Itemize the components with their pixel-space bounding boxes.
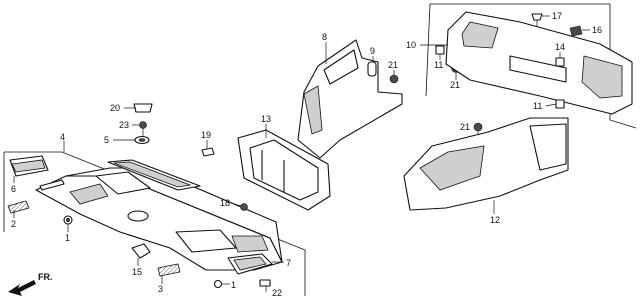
callout-18: 18 bbox=[220, 198, 230, 208]
callout-1-left: 1 bbox=[65, 233, 70, 243]
callout-21-a: 21 bbox=[388, 60, 398, 70]
part-2-clip bbox=[7, 200, 30, 214]
callout-9: 9 bbox=[370, 46, 375, 56]
callout-10: 10 bbox=[406, 40, 416, 50]
part-5-grommet bbox=[113, 128, 150, 145]
callout-13: 13 bbox=[261, 114, 271, 124]
part-8-side-lining bbox=[297, 39, 403, 159]
part-21-grommet-a bbox=[389, 70, 399, 84]
callout-12: 12 bbox=[490, 215, 500, 225]
callout-20: 20 bbox=[110, 103, 120, 113]
group-box-trim-left bbox=[425, 3, 431, 97]
part-11-clip-a bbox=[435, 45, 445, 60]
part-11-clip-b bbox=[545, 99, 565, 109]
callout-2: 2 bbox=[11, 219, 16, 229]
front-direction-arrow: FR. bbox=[8, 272, 53, 296]
part-1-screw-b bbox=[213, 279, 230, 289]
part-12-floor-trim bbox=[403, 117, 569, 214]
part-15-clip bbox=[131, 243, 151, 266]
part-13-bracket bbox=[237, 124, 331, 211]
part-18-grommet bbox=[233, 203, 248, 211]
callout-3: 3 bbox=[158, 284, 163, 294]
part-16-clip bbox=[569, 25, 590, 37]
part-5-shelf-strip bbox=[107, 159, 201, 191]
callout-14: 14 bbox=[555, 42, 565, 52]
part-21-grommet-c bbox=[473, 122, 483, 134]
callout-1-right: 1 bbox=[231, 280, 236, 290]
part-4-rear-tray bbox=[35, 167, 283, 271]
part-1-screw-a bbox=[63, 215, 73, 232]
callout-21-b: 21 bbox=[450, 80, 460, 90]
callout-4: 4 bbox=[60, 132, 65, 142]
part-14-clip bbox=[555, 52, 565, 67]
callout-6: 6 bbox=[11, 184, 16, 194]
callout-23: 23 bbox=[119, 120, 129, 130]
callout-7: 7 bbox=[286, 258, 291, 268]
callout-21-c: 21 bbox=[460, 122, 470, 132]
callout-19: 19 bbox=[201, 130, 211, 140]
callout-5: 5 bbox=[104, 135, 109, 145]
part-23-clip bbox=[132, 121, 147, 129]
part-20-cap bbox=[124, 103, 153, 113]
part-10-trim-panel bbox=[420, 11, 633, 115]
part-7-side-cover bbox=[227, 253, 284, 275]
front-direction-label: FR. bbox=[38, 272, 53, 282]
callout-8: 8 bbox=[322, 32, 327, 42]
part-17-screw bbox=[531, 13, 550, 26]
callout-15: 15 bbox=[132, 267, 142, 277]
callout-11-bottom: 11 bbox=[533, 101, 542, 111]
part-22-bolt bbox=[259, 279, 271, 292]
part-6-end-cover bbox=[9, 155, 49, 177]
callout-16: 16 bbox=[592, 25, 602, 35]
part-9-clip bbox=[367, 56, 377, 77]
callout-17: 17 bbox=[552, 11, 562, 21]
callout-11-top: 11 bbox=[434, 60, 443, 70]
part-19-pin bbox=[201, 140, 215, 157]
part-3-pad bbox=[157, 263, 181, 284]
callout-22: 22 bbox=[272, 288, 282, 298]
